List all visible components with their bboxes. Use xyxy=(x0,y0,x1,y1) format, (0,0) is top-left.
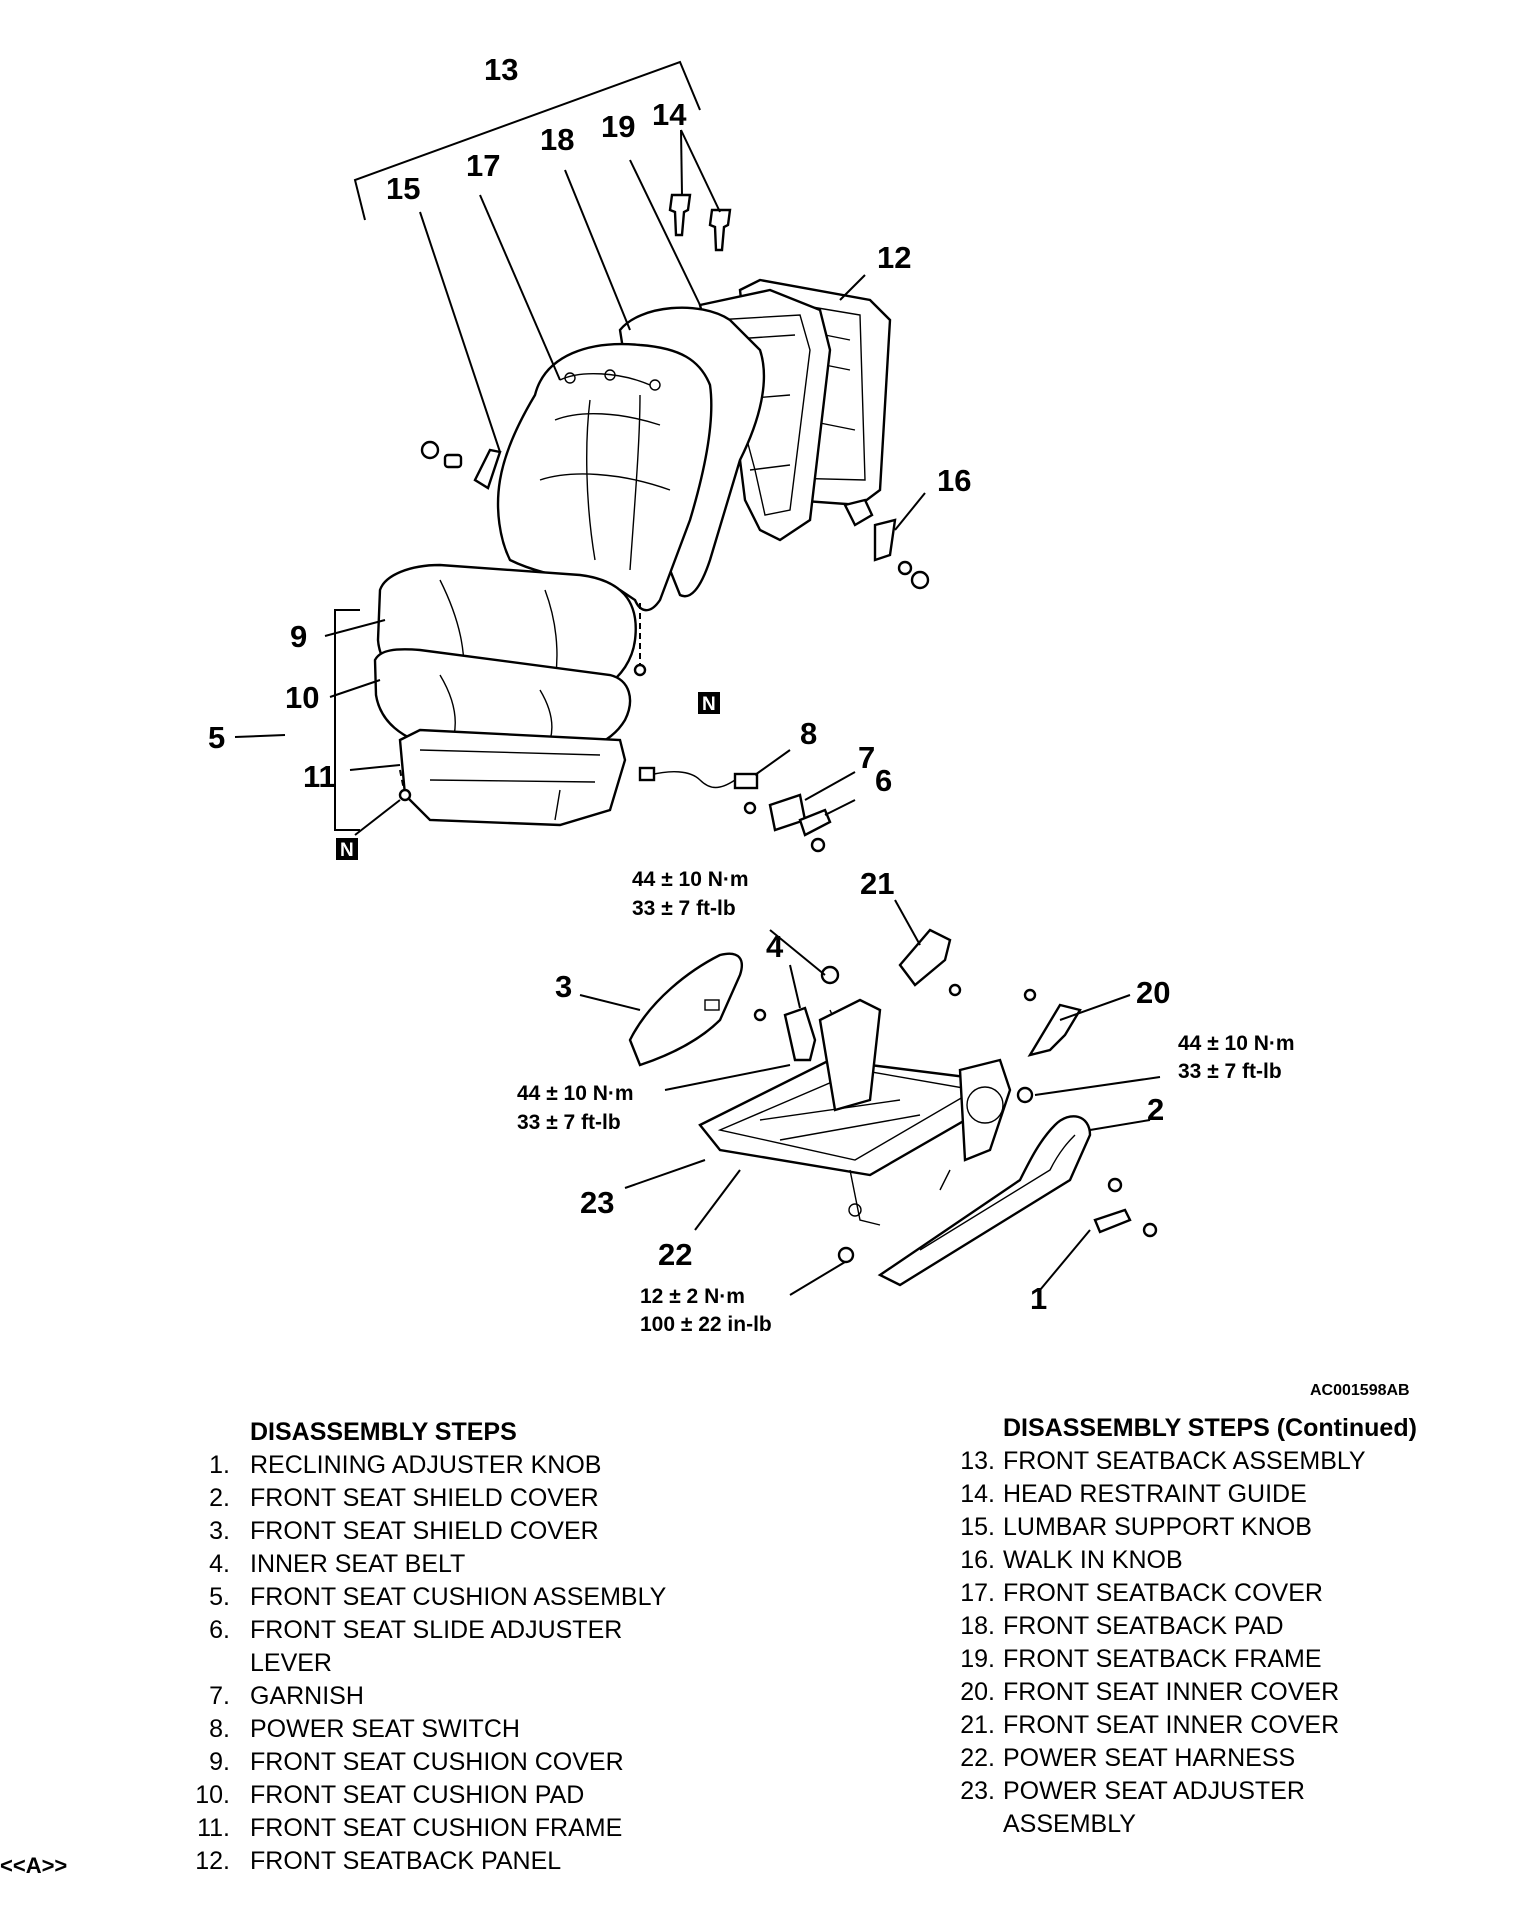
figure-id: AC001598AB xyxy=(1310,1382,1410,1399)
callout-3: 3 xyxy=(555,969,572,1004)
leader-lines xyxy=(234,129,1161,1296)
list-item: 8.POWER SEAT SWITCH xyxy=(209,1715,520,1743)
callout-9: 9 xyxy=(290,619,307,654)
shield-cover-2-part xyxy=(877,1115,1123,1287)
torque-right-imperial: 33 ± 7 ft-lb xyxy=(1178,1060,1282,1083)
power-seat-adjuster-part xyxy=(698,998,1012,1226)
n-symbol-lower: N xyxy=(336,838,358,861)
inner-cover-21-part xyxy=(898,928,962,997)
seat-cushion-pad-part xyxy=(373,648,632,754)
list-item: 9.FRONT SEAT CUSHION COVER xyxy=(209,1748,624,1776)
callout-12: 12 xyxy=(877,240,911,275)
torque-top-imperial: 33 ± 7 ft-lb xyxy=(632,897,736,920)
seatback-cover-part xyxy=(496,342,713,612)
list-item: 11.FRONT SEAT CUSHION FRAME xyxy=(197,1814,623,1842)
seatback-assembly-bracket xyxy=(353,60,701,221)
list-item: 15.LUMBAR SUPPORT KNOB xyxy=(960,1513,1312,1541)
callout-22: 22 xyxy=(658,1237,692,1272)
list-item: 2.FRONT SEAT SHIELD COVER xyxy=(209,1484,599,1512)
list-item: 1.RECLINING ADJUSTER KNOB xyxy=(209,1451,602,1479)
list-item: 16.WALK IN KNOB xyxy=(960,1546,1183,1574)
callout-7: 7 xyxy=(858,740,875,775)
inner-cover-20-part xyxy=(1023,988,1082,1057)
callout-21: 21 xyxy=(860,866,894,901)
torque-top-metric: 44 ± 10 N·m xyxy=(632,868,749,891)
seat-cushion-frame-part xyxy=(398,728,627,827)
callout-15: 15 xyxy=(386,171,420,206)
callout-19: 19 xyxy=(601,109,635,144)
torque-left-metric: 44 ± 10 N·m xyxy=(517,1082,634,1105)
procedure-marker: <<A>> xyxy=(0,1853,68,1878)
list-item: 18.FRONT SEATBACK PAD xyxy=(960,1612,1284,1640)
callout-8: 8 xyxy=(800,716,817,751)
list-item: 3.FRONT SEAT SHIELD COVER xyxy=(209,1517,599,1545)
svg-text:N: N xyxy=(702,694,716,715)
list-item: 19.FRONT SEATBACK FRAME xyxy=(960,1645,1322,1673)
lumbar-knob-part xyxy=(420,440,502,490)
callout-11: 11 xyxy=(303,759,336,794)
torque-bottom-imperial: 100 ± 22 in-lb xyxy=(640,1313,772,1336)
list-item: 6.FRONT SEAT SLIDE ADJUSTER LEVER xyxy=(209,1616,623,1677)
callout-10: 10 xyxy=(285,680,319,715)
callout-2: 2 xyxy=(1147,1092,1164,1127)
callout-18: 18 xyxy=(540,122,574,157)
torque-left-imperial: 33 ± 7 ft-lb xyxy=(517,1111,621,1134)
list-item: 4.INNER SEAT BELT xyxy=(209,1550,466,1578)
torque-right-metric: 44 ± 10 N·m xyxy=(1178,1032,1295,1055)
list-item: 17.FRONT SEATBACK COVER xyxy=(960,1579,1323,1607)
svg-text:N: N xyxy=(340,840,354,861)
callout-5: 5 xyxy=(208,720,225,755)
inner-seat-belt-part xyxy=(783,965,840,1062)
torque-bolts xyxy=(837,1086,1034,1264)
callout-4: 4 xyxy=(766,929,784,964)
callout-1: 1 xyxy=(1030,1281,1047,1316)
power-seat-switch-part xyxy=(638,766,759,815)
steps-left-heading: DISASSEMBLY STEPS xyxy=(250,1418,517,1446)
reclining-knob-part xyxy=(1093,1208,1158,1238)
callout-14: 14 xyxy=(652,97,687,132)
callout-17: 17 xyxy=(466,148,500,183)
torque-bottom-metric: 12 ± 2 N·m xyxy=(640,1285,745,1308)
seat-exploded-diagram: 13 19 14 18 17 15 12 16 9 10 5 11 8 7 6 … xyxy=(208,52,1295,1336)
list-item: 20.FRONT SEAT INNER COVER xyxy=(960,1678,1340,1706)
callout-20: 20 xyxy=(1136,975,1170,1010)
walk-in-knob-part xyxy=(843,498,930,590)
list-item: 5.FRONT SEAT CUSHION ASSEMBLY xyxy=(209,1583,667,1611)
list-item: 14.HEAD RESTRAINT GUIDE xyxy=(960,1480,1307,1508)
callout-6: 6 xyxy=(875,763,892,798)
callout-13: 13 xyxy=(484,52,518,87)
list-item: 13.FRONT SEATBACK ASSEMBLY xyxy=(960,1447,1366,1475)
callout-23: 23 xyxy=(580,1185,614,1220)
callout-16: 16 xyxy=(937,463,971,498)
slide-adjuster-lever-part xyxy=(798,808,832,853)
list-item: 22.POWER SEAT HARNESS xyxy=(960,1744,1296,1772)
list-item: 23.POWER SEAT ADJUSTER ASSEMBLY xyxy=(960,1777,1305,1838)
list-item: 21.FRONT SEAT INNER COVER xyxy=(960,1711,1340,1739)
garnish-part xyxy=(768,793,807,832)
head-restraint-guides-part xyxy=(668,193,732,252)
disassembly-steps-right: DISASSEMBLY STEPS (Continued) 13.FRONT S… xyxy=(955,1412,1473,1841)
shield-cover-3-part xyxy=(628,952,767,1067)
list-item: 10.FRONT SEAT CUSHION PAD xyxy=(195,1781,585,1809)
list-item: 7.GARNISH xyxy=(209,1682,364,1710)
n-symbol-upper: N xyxy=(698,692,720,715)
list-item: 12.FRONT SEATBACK PANEL xyxy=(195,1847,562,1875)
steps-right-heading: DISASSEMBLY STEPS (Continued) xyxy=(1003,1414,1417,1442)
disassembly-steps-left: DISASSEMBLY STEPS 1.RECLINING ADJUSTER K… xyxy=(190,1416,730,1878)
